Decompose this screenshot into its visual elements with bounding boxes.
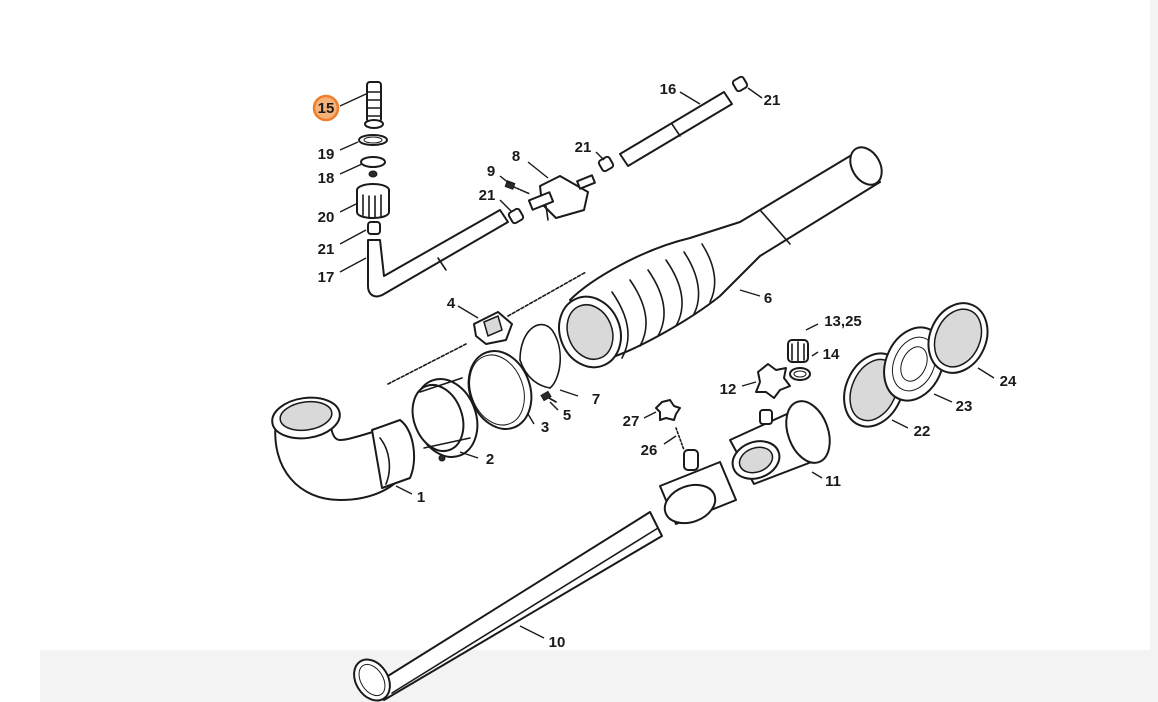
callout-22[interactable]: 22 — [914, 423, 931, 440]
part-26-adapter[interactable] — [659, 427, 737, 530]
part-18-washer[interactable] — [360, 156, 386, 178]
callout-7[interactable]: 7 — [592, 391, 600, 408]
callout-24[interactable]: 24 — [1000, 373, 1017, 390]
part-24-cap-grille[interactable] — [918, 294, 998, 383]
highlight-marker — [312, 94, 340, 122]
part-20-nut[interactable] — [356, 183, 390, 219]
callout-1[interactable]: 1 — [417, 489, 425, 506]
callout-2[interactable]: 2 — [486, 451, 494, 468]
part-19-seal[interactable] — [358, 134, 388, 146]
part-6-bellows-nozzle[interactable] — [549, 142, 888, 377]
part-7-wire-clip[interactable] — [519, 323, 562, 389]
callout-26[interactable]: 26 — [641, 442, 658, 459]
callout-6[interactable]: 6 — [764, 290, 772, 307]
callout-19[interactable]: 19 — [318, 146, 335, 163]
part-10-blower-tube[interactable] — [347, 511, 663, 702]
part-8-valve[interactable] — [527, 174, 596, 221]
callout-16[interactable]: 16 — [660, 81, 677, 98]
callout-20[interactable]: 20 — [318, 209, 335, 226]
callout-14[interactable]: 14 — [823, 346, 840, 363]
callout-18[interactable]: 18 — [318, 170, 335, 187]
callout-11[interactable]: 11 — [825, 473, 841, 490]
part-21-ferrule-a[interactable] — [731, 75, 749, 93]
part-14-o-ring[interactable] — [789, 367, 811, 381]
callout-10[interactable]: 10 — [549, 634, 566, 651]
part-2-coupling[interactable] — [404, 370, 488, 466]
callout-8[interactable]: 8 — [512, 148, 520, 165]
part-17-fuel-hose[interactable] — [367, 209, 509, 298]
background-edge — [1150, 0, 1158, 702]
part-11-pipe-fitting[interactable] — [727, 395, 837, 485]
callout-21-valve[interactable]: 21 — [479, 187, 496, 204]
part-27-star-knob[interactable] — [655, 399, 681, 421]
callout-3[interactable]: 3 — [541, 419, 549, 436]
part-21-ferrule-b[interactable] — [597, 155, 615, 173]
callout-9[interactable]: 9 — [487, 163, 495, 180]
part-21-ferrule-c[interactable] — [507, 207, 525, 225]
part-1-elbow[interactable] — [270, 393, 416, 501]
part-15-fuel-filter[interactable] — [364, 81, 384, 129]
callout-15[interactable]: 15 — [318, 100, 335, 117]
callout-13-25[interactable]: 13,25 — [824, 313, 862, 330]
callout-21-top[interactable]: 21 — [764, 92, 781, 109]
part-21-ferrule-d[interactable] — [367, 221, 381, 235]
callout-17[interactable]: 17 — [318, 269, 335, 286]
callout-5[interactable]: 5 — [563, 407, 571, 424]
part-4-bracket[interactable] — [387, 271, 587, 385]
callout-labels: 15 19 18 20 21 17 8 9 21 21 16 21 4 6 7 … — [318, 81, 1017, 651]
part-5-screw[interactable] — [540, 390, 557, 403]
callout-23[interactable]: 23 — [956, 398, 973, 415]
callout-4[interactable]: 4 — [447, 295, 456, 312]
callout-21-hose[interactable]: 21 — [318, 241, 335, 258]
part-12-star-knob[interactable] — [755, 363, 791, 399]
callout-21-mid[interactable]: 21 — [575, 139, 592, 156]
callout-12[interactable]: 12 — [720, 381, 737, 398]
leader-lines — [339, 87, 995, 639]
background-band — [40, 650, 1158, 702]
part-3-clamp[interactable] — [458, 342, 542, 438]
callout-27[interactable]: 27 — [623, 413, 640, 430]
part-13-25-knob[interactable] — [787, 339, 809, 363]
part-16-fuel-line[interactable] — [619, 91, 733, 167]
